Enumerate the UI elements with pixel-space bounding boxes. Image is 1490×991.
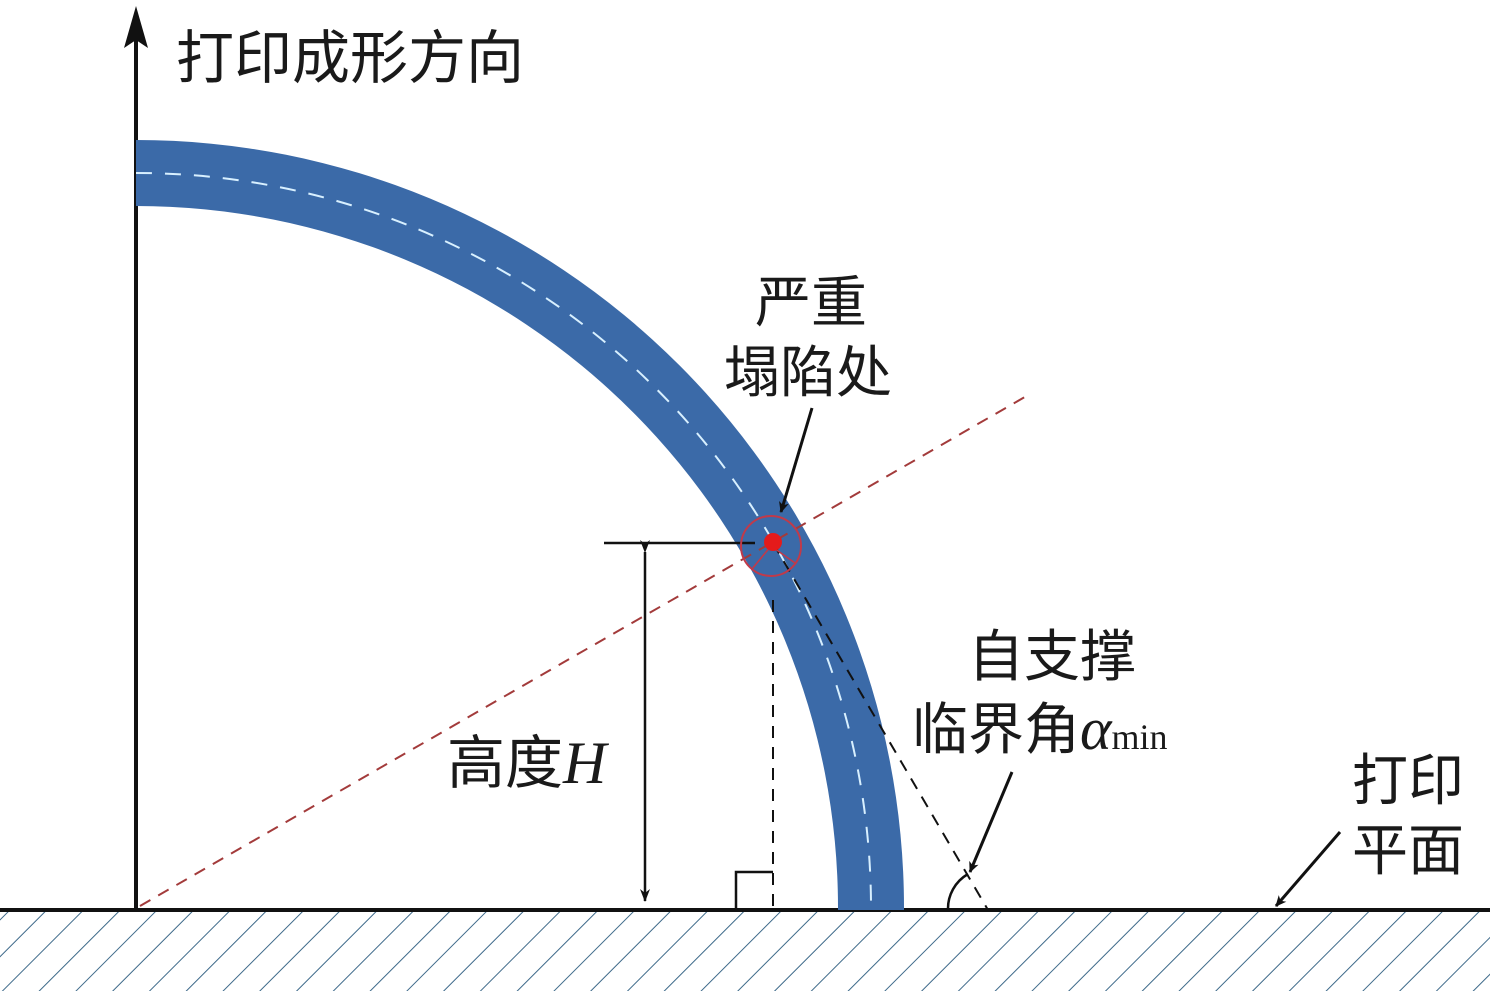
- right-angle-marker: [734, 870, 773, 910]
- print-plane-pointer-arrow: [1274, 831, 1342, 907]
- height-symbol: H: [562, 730, 610, 796]
- build-direction-arrowhead: [124, 6, 148, 48]
- print-plane-label-line1: 打印: [1352, 749, 1464, 814]
- height-text: 高度: [447, 729, 563, 797]
- arc-centerline: [135, 172, 873, 911]
- collapse-label-line1: 严重: [755, 271, 867, 336]
- alpha-symbol: α: [1080, 696, 1113, 762]
- critical-angle-dashed-line: [772, 542, 989, 911]
- critical-angle-label-line1: 自支撑: [968, 625, 1136, 690]
- critical-angle-pointer-arrow: [968, 771, 1014, 873]
- collapse-point: [764, 533, 782, 551]
- critical-angle-arc: [946, 872, 969, 911]
- critical-angle-label-line2: 临界角αmin: [912, 696, 1168, 763]
- collapse-label-line2: 塌陷处: [724, 341, 892, 406]
- alpha-subscript: min: [1112, 717, 1168, 757]
- collapse-zone-radius-1: [751, 545, 772, 570]
- collapse-pointer-arrow: [779, 407, 814, 513]
- tangent-guide-line: [139, 393, 1031, 907]
- print-plane-label-line2: 平面: [1352, 819, 1464, 884]
- collapse-zone-circle: [740, 515, 802, 577]
- build-plate-hatch: [0, 910, 1490, 991]
- height-label: 高度H: [447, 729, 610, 797]
- build-direction-label: 打印成形方向: [176, 24, 524, 92]
- critical-angle-text: 临界角: [912, 698, 1080, 763]
